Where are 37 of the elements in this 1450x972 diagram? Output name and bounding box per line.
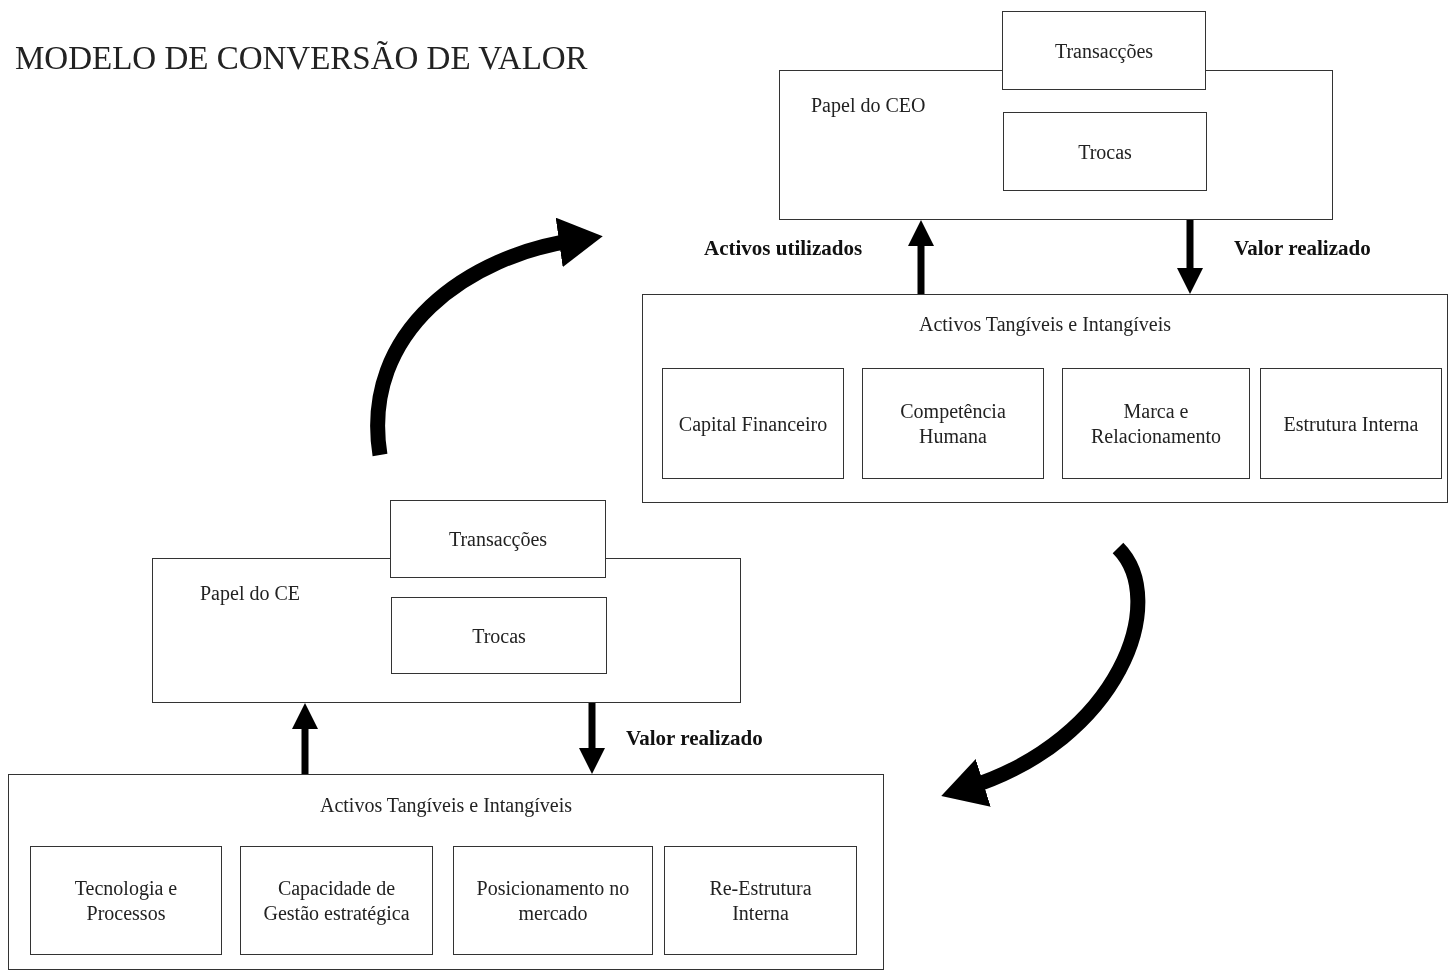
process-box (1002, 11, 1206, 90)
panel-heading: Activos Tangíveis e Intangíveis (318, 793, 574, 818)
box-label: Capital Financeiro (677, 411, 829, 436)
box-label: Trocas (471, 623, 527, 648)
process-box (1062, 368, 1250, 479)
process-box (453, 846, 653, 955)
box-label: Capacidade de Gestão estratégica (262, 875, 411, 926)
box-label: Transacções (1053, 38, 1155, 63)
arrow (579, 703, 605, 774)
arrow (292, 703, 318, 774)
process-box (664, 846, 857, 955)
process-box (391, 597, 607, 674)
process-box (30, 846, 222, 955)
process-box (662, 368, 844, 479)
assets-panel (642, 294, 1448, 503)
box-label: Trocas (1077, 139, 1133, 164)
role-panel (152, 558, 741, 703)
box-label: Re-Estrutura Interna (708, 875, 813, 926)
arrow (908, 220, 934, 294)
panel-heading: Papel do CEO (811, 93, 926, 118)
panel-heading: Activos Tangíveis e Intangíveis (917, 312, 1173, 337)
diagram-title: MODELO DE CONVERSÃO DE VALOR (15, 40, 588, 77)
box-label: Marca e Relacionamento (1090, 398, 1222, 449)
box-label: Tecnologia e Processos (73, 875, 179, 926)
process-box (1260, 368, 1442, 479)
role-panel (779, 70, 1333, 220)
box-label: Competência Humana (899, 398, 1007, 449)
process-box (862, 368, 1044, 479)
box-label: Transacções (447, 526, 549, 552)
process-box (1003, 112, 1207, 191)
process-box (390, 500, 606, 578)
assets-panel (8, 774, 884, 970)
arrow (1177, 220, 1203, 294)
box-label: Estrutura Interna (1282, 411, 1420, 436)
panel-heading: Papel do CE (200, 581, 300, 606)
box-label: Posicionamento no mercado (475, 875, 631, 926)
process-box (240, 846, 433, 955)
